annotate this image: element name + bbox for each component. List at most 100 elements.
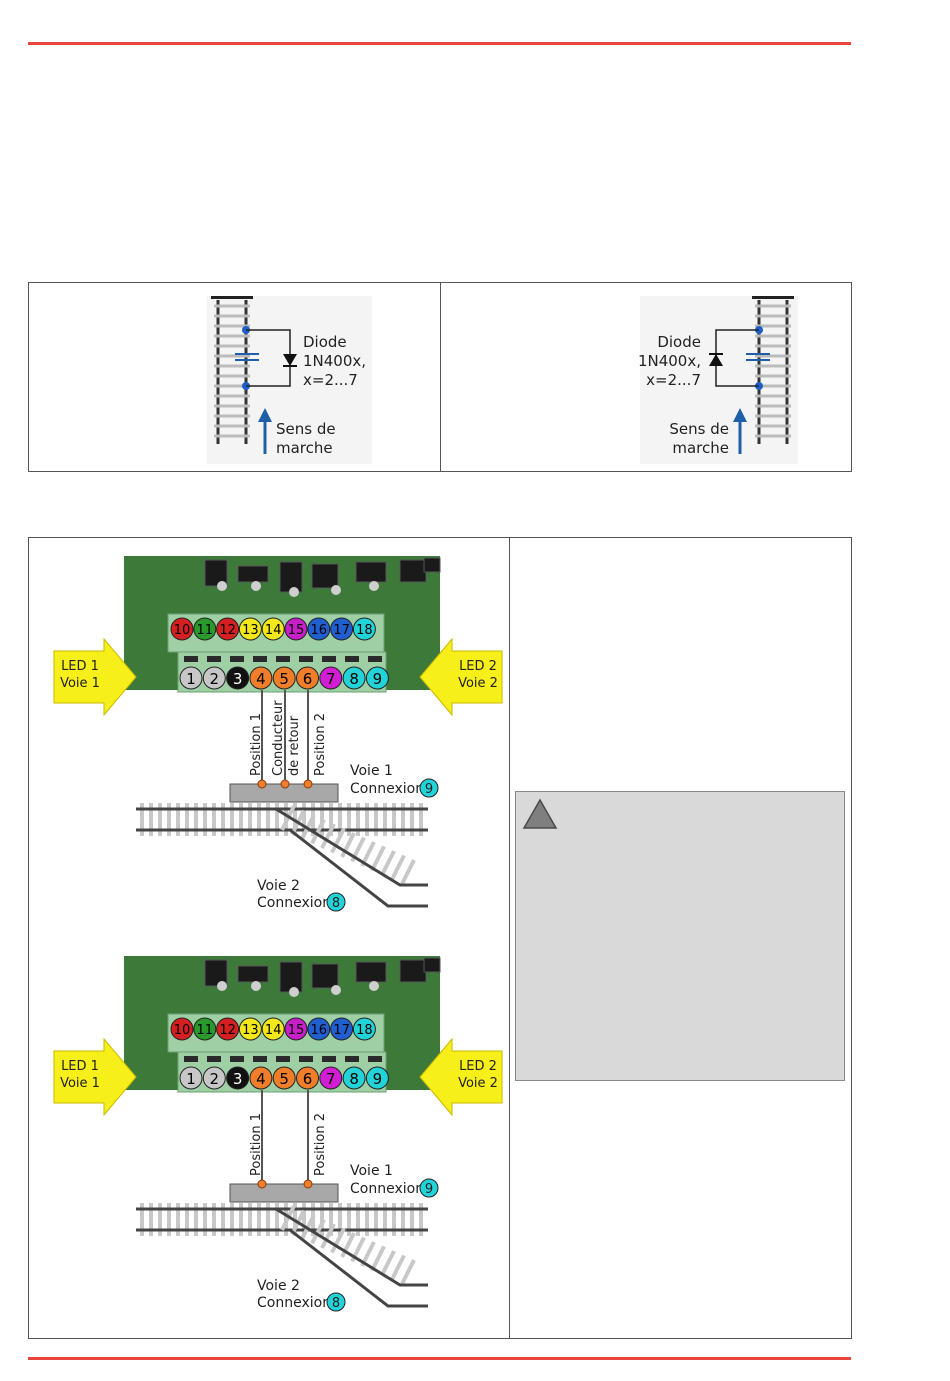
turnout-track [136,1203,428,1308]
led-arrow-left-label-1: LED 1 [61,1059,99,1074]
track-rail [214,300,250,444]
terminal-16-label: 16 [311,1023,328,1038]
voie1-badge [419,778,439,798]
led-arrow-right-label-1: LED 2 [459,659,497,674]
wire-label-pos2: Position 2 [313,713,328,776]
led-arrow-right-label-2: Voie 2 [458,676,498,691]
diode-symbol-icon [709,353,723,366]
direction-label-2: marche [672,439,729,457]
pcb-component [237,565,269,583]
led-arrow-right [419,637,503,717]
led-arrow-left [53,1037,137,1117]
voie1-connexion: Connexion [350,781,424,797]
terminal-slot [207,656,221,662]
terminal-13 [238,617,262,641]
voie2-connexion: Connexion [257,1295,331,1311]
terminal-12-label: 12 [219,623,236,638]
pcb-component [423,957,441,973]
diode-table [28,282,852,472]
turnout-track [136,803,428,908]
pcb-component [204,959,228,987]
pcb-component [311,563,339,589]
pcb-cap [217,981,227,991]
voie2-label: Voie 2 [257,878,300,894]
terminal-3-label: 3 [233,1070,243,1088]
pcb-cap [289,987,299,997]
terminal-slot [276,656,290,662]
terminal-12-label: 12 [219,1023,236,1038]
led-arrow-left-label-1: LED 1 [61,659,99,674]
wire-label-return-1: Conducteur [271,700,286,776]
diode-symbol-icon [283,354,297,367]
led-arrow-left [53,637,137,717]
footer-rule [28,1357,851,1360]
voie2-connexion: Connexion [257,895,331,911]
terminal-1-label: 1 [186,1070,196,1088]
diode-table-divider [440,283,441,471]
led-arrow-left-label-2: Voie 1 [60,1076,100,1091]
terminal-13 [238,1017,262,1041]
terminal-slot [299,1056,313,1062]
diode-label-2: 1N400x, [638,352,701,370]
terminal-slot [276,1056,290,1062]
terminal-13-label: 13 [242,1023,259,1038]
voie1-badge [419,1178,439,1198]
terminal-slot [253,656,267,662]
voie2-badge-num: 8 [332,1296,340,1311]
voie2-label: Voie 2 [257,1278,300,1294]
terminal-18-label: 18 [356,623,373,638]
terminal-5 [272,1066,296,1090]
terminal-slot [184,656,198,662]
header-rule [28,42,851,45]
pcb-cap [369,981,379,991]
terminal-16 [307,1017,331,1041]
terminal-10-label: 10 [174,1023,191,1038]
terminal-10 [170,617,194,641]
terminal-5-label: 5 [279,1070,289,1088]
terminal-12 [216,617,240,641]
terminal-2 [202,1066,226,1090]
pcb-cap [331,985,341,995]
terminal-14-label: 14 [265,623,282,638]
terminal-14 [261,617,285,641]
terminal-14 [261,1017,285,1041]
terminal-5 [272,666,296,690]
terminal-slot [207,1056,221,1062]
track-rail [755,300,791,444]
wire-contact [303,779,313,789]
led-arrow-left-label-2: Voie 1 [60,676,100,691]
pcb-component [399,959,427,983]
terminal-8-label: 8 [349,1070,359,1088]
wire-label-return-2: de retour [287,715,302,776]
terminal-18-label: 18 [356,1023,373,1038]
voie2-badge [326,892,346,912]
terminal-3 [226,666,250,690]
terminal-9 [365,666,389,690]
wire-contact [303,1179,313,1189]
terminal-1 [179,666,203,690]
pcb-component [204,559,228,587]
rail-insulator [235,353,259,361]
diode-panel-right: Diode 1N400x, x=2...7 Sens de marche [638,296,798,464]
terminal-slot [230,656,244,662]
wire-label-pos2: Position 2 [313,1113,328,1176]
terminal-15 [284,617,308,641]
rail-insulator [746,353,770,361]
wiring-table-divider [509,538,510,1338]
led-arrow-right-label-1: LED 2 [459,1059,497,1074]
pcb-cap [251,581,261,591]
terminal-9-label: 9 [373,670,383,688]
terminal-15-label: 15 [288,623,305,638]
terminal-16-label: 16 [311,623,328,638]
terminal-4-label: 4 [256,1070,266,1088]
voie1-label: Voie 1 [350,763,393,779]
diode-label-3: x=2...7 [646,371,701,389]
terminal-10 [170,1017,194,1041]
terminal-slot [322,656,336,662]
terminal-8 [342,666,366,690]
wiring-table [28,537,852,1339]
direction-label-2: marche [276,439,333,457]
led-arrow-right [419,1037,503,1117]
pcb-cutout [110,556,124,676]
